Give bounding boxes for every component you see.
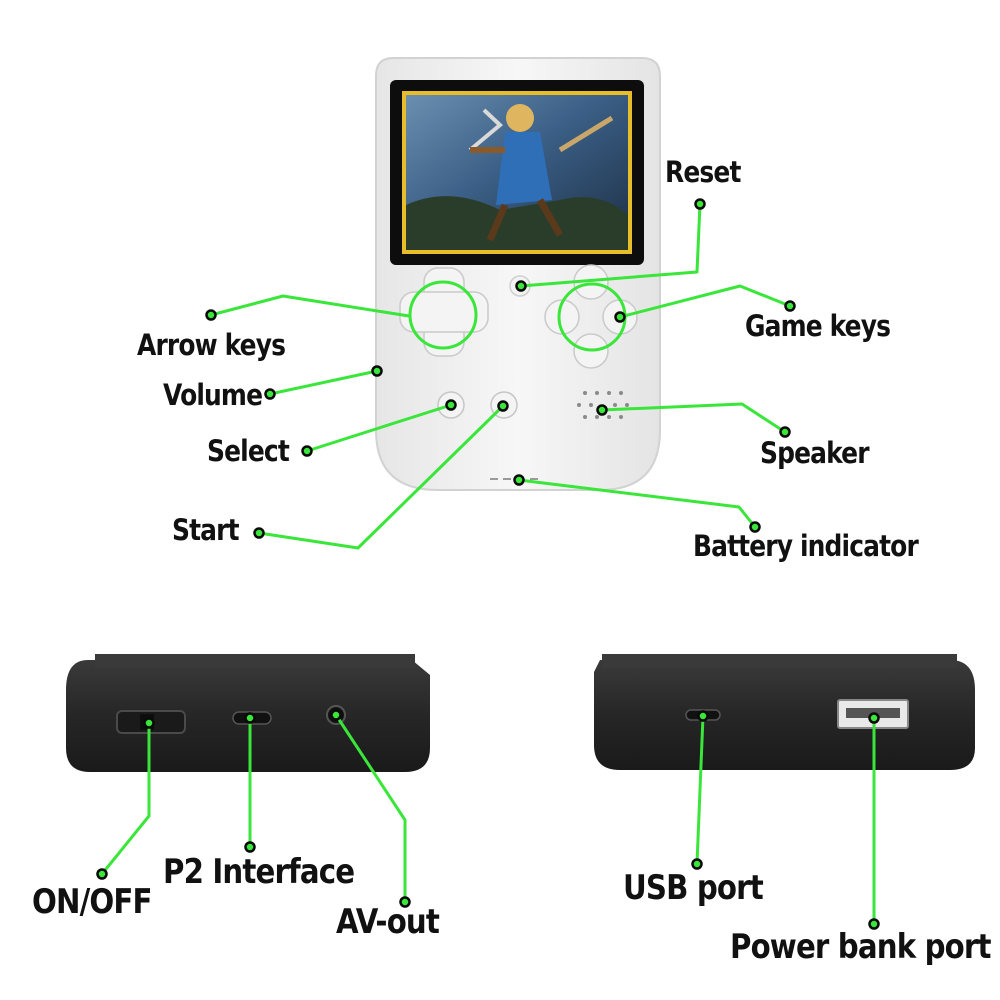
console-bottom-right-view (594, 654, 975, 770)
label-av-out: AV-out (336, 902, 440, 942)
screen-game-artwork (406, 104, 628, 250)
leader-select (306, 403, 452, 453)
leader-volume (269, 369, 378, 396)
leader-game-keys (619, 284, 791, 319)
leader-dots (96, 198, 880, 930)
label-usb-port: USB port (623, 868, 764, 908)
label-p2-interface: P2 Interface (163, 852, 355, 892)
console-front (375, 57, 661, 491)
label-arrow-keys: Arrow keys (137, 328, 286, 362)
speaker-grille (577, 391, 629, 419)
console-bottom-right-body (594, 660, 975, 770)
label-start: Start (172, 513, 240, 547)
label-reset: Reset (665, 155, 741, 189)
battery-indicator-led (490, 478, 538, 480)
leader-start (258, 404, 505, 550)
dpad (399, 267, 489, 357)
leader-av-out (334, 714, 407, 902)
label-speaker: Speaker (760, 436, 870, 470)
leader-lines (100, 203, 876, 924)
leader-speaker (601, 402, 786, 434)
leader-battery (518, 478, 757, 528)
label-volume: Volume (163, 378, 263, 412)
label-battery-indicator: Battery indicator (693, 529, 919, 563)
label-game-keys: Game keys (745, 309, 891, 343)
label-select: Select (207, 434, 290, 468)
label-power-bank-port: Power bank port (730, 927, 991, 967)
leader-reset (520, 203, 702, 288)
leader-on-off (100, 723, 151, 875)
leader-arrow-keys (210, 294, 410, 318)
dpad-highlight (408, 280, 478, 350)
leader-usb (695, 715, 705, 865)
label-on-off: ON/OFF (32, 882, 153, 922)
